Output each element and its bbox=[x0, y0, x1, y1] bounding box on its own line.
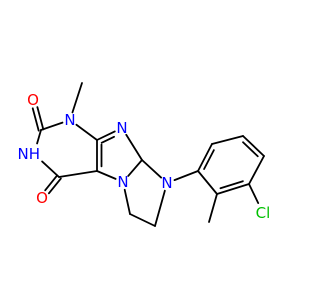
bond-n3-c2 bbox=[36, 129, 42, 145]
bond-n9-c8 bbox=[125, 133, 143, 161]
bond-ar6-ch3b bbox=[208, 193, 218, 223]
bond-n1-c4 bbox=[75, 123, 98, 141]
atom-label-o2: O bbox=[27, 91, 39, 109]
bond-c2-o2-b bbox=[31, 107, 40, 132]
bond-ar5-ar6 bbox=[216, 183, 250, 195]
bond-c6-o6-b bbox=[47, 177, 62, 195]
molecule-diagram: O N NH O N N N Cl bbox=[18, 82, 271, 227]
bond-ar5-cl bbox=[248, 183, 260, 204]
bond-n10-ar1 bbox=[173, 170, 199, 182]
bond-ar1-ar2-inner bbox=[203, 149, 215, 170]
bond-c2-n1 bbox=[40, 121, 64, 131]
bond-c5-c6 bbox=[58, 170, 98, 178]
bond-c8-n7 bbox=[127, 159, 143, 177]
bond-ch2a-ch2b bbox=[129, 213, 156, 227]
atom-label-n10: N bbox=[161, 174, 172, 192]
bond-n7-ch2a bbox=[123, 188, 131, 215]
bond-ar6-ar1 bbox=[197, 170, 218, 195]
bond-n10-c8 bbox=[141, 159, 163, 179]
atom-label-n1: N bbox=[64, 111, 75, 129]
bond-ch2b-n10 bbox=[154, 189, 166, 227]
atom-label-n3: NH bbox=[18, 145, 41, 163]
bond-ar2-ar3 bbox=[211, 135, 244, 145]
atom-label-n9: N bbox=[116, 119, 127, 137]
bonds-layer bbox=[31, 82, 265, 227]
atom-label-n7: N bbox=[117, 173, 128, 191]
atoms-layer: O N NH O N N N Cl bbox=[18, 91, 271, 222]
bond-ar4-ar5 bbox=[248, 155, 265, 185]
bond-ar5-ar6-inner bbox=[219, 180, 244, 190]
bond-c4-n9 bbox=[96, 130, 116, 141]
bond-c6-n3 bbox=[41, 160, 60, 178]
bond-n1-ch3a bbox=[71, 82, 83, 114]
bond-n7-c5 bbox=[96, 170, 117, 180]
bond-c4-n9-inner bbox=[100, 135, 115, 144]
bond-c2-o2 bbox=[36, 106, 45, 131]
bond-ar1-ar2 bbox=[197, 143, 213, 172]
atom-label-cl: Cl bbox=[256, 204, 271, 222]
bond-ar3-ar4 bbox=[242, 135, 265, 157]
bond-c6-o6 bbox=[44, 174, 59, 192]
bond-ar3-ar4-inner bbox=[242, 141, 259, 158]
atom-label-o6: O bbox=[36, 189, 48, 207]
